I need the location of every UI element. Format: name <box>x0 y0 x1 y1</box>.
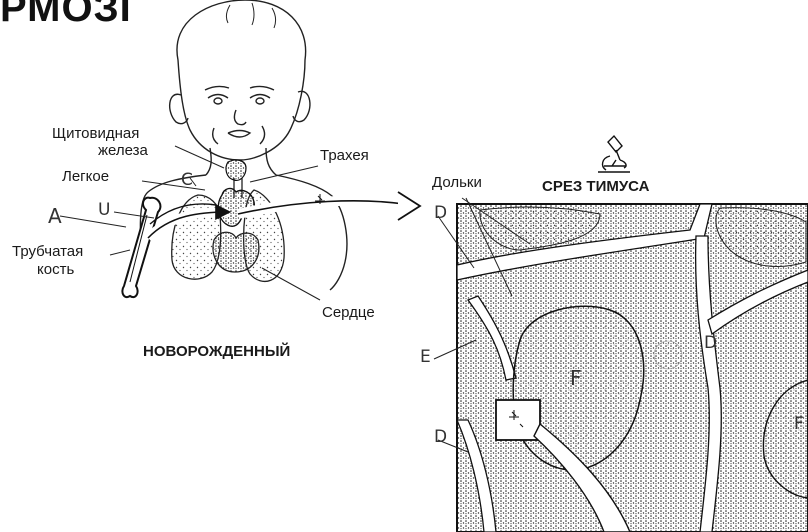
microscope-icon <box>598 136 630 172</box>
inset-box <box>496 400 540 440</box>
heart <box>213 232 259 272</box>
label-heart: Сердце <box>322 304 375 321</box>
label-bone-1: Трубчатая <box>12 243 83 260</box>
letter-e: E <box>420 347 431 367</box>
letter-c: C <box>181 170 193 190</box>
thymus-section <box>434 198 808 532</box>
letter-d-top: D <box>434 203 447 223</box>
page-title: РМОЗГ <box>0 0 143 31</box>
thyroid <box>226 160 246 180</box>
label-lobules: Дольки <box>432 174 482 191</box>
label-bone-2: кость <box>37 261 74 278</box>
label-thyroid-2: железа <box>98 142 148 159</box>
letter-a: A <box>48 204 62 228</box>
label-trachea: Трахея <box>320 147 369 164</box>
letter-d-right: D <box>704 333 717 353</box>
letter-f-right: F <box>794 414 804 434</box>
baby-head <box>177 0 306 160</box>
letter-f-center: F <box>570 366 582 390</box>
label-thyroid-1: Щитовидная <box>52 125 139 142</box>
label-newborn: НОВОРОЖДЕННЫЙ <box>143 343 290 360</box>
label-section-title: СРЕЗ ТИМУСА <box>542 178 649 195</box>
letter-d-bottom: D <box>434 427 447 447</box>
label-lung: Легкое <box>62 168 109 185</box>
letter-u: U <box>98 200 110 220</box>
